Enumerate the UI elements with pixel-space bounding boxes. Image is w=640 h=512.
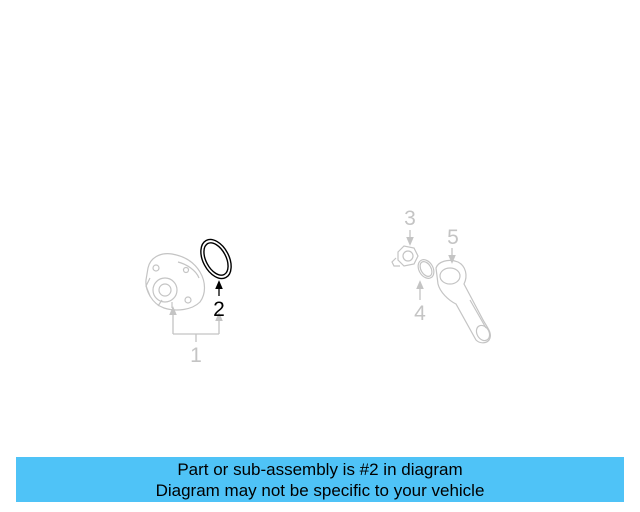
caption-line-2: Diagram may not be specific to your vehi… (155, 480, 485, 500)
callout-1: 1 (190, 344, 202, 367)
caption-line-1: Part or sub-assembly is #2 in diagram (177, 459, 463, 479)
callout-3: 3 (404, 207, 416, 230)
leader-1 (169, 306, 223, 342)
callout-5: 5 (447, 226, 459, 249)
part-gasket (200, 238, 232, 280)
part-o-ring (417, 259, 435, 279)
callout-2: 2 (213, 298, 225, 321)
part-thermostat-housing (435, 259, 491, 344)
part-sensor (391, 245, 419, 267)
callout-4: 4 (414, 302, 426, 325)
part-water-pump (145, 253, 206, 311)
caption-bar: Part or sub-assembly is #2 in diagram Di… (16, 457, 624, 502)
